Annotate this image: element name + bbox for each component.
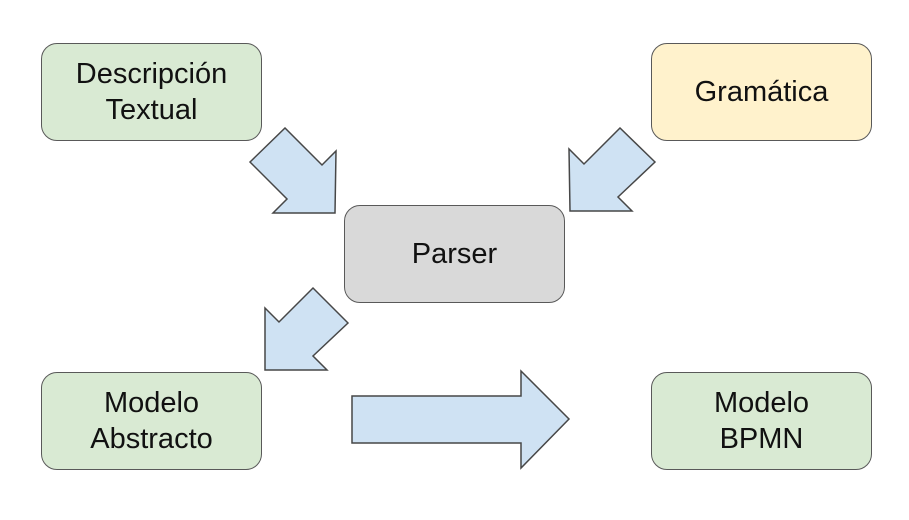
arrow-abstracto-to-bpmn xyxy=(351,369,571,470)
node-gramatica-line-1: Gramática xyxy=(694,76,829,108)
node-modelo-abstracto-line-1: Modelo xyxy=(103,387,200,419)
node-parser: Parser xyxy=(344,205,565,303)
node-descripcion-textual-label: Descripción Textual xyxy=(76,56,228,128)
node-gramatica-label: Gramática xyxy=(695,74,829,110)
arrow-gramatica-to-parser xyxy=(568,126,657,212)
node-modelo-abstracto-label: Modelo Abstracto xyxy=(90,385,213,457)
node-parser-label: Parser xyxy=(412,236,497,272)
node-modelo-bpmn-line-1: Modelo xyxy=(713,387,810,419)
node-modelo-bpmn-label: Modelo BPMN xyxy=(714,385,809,457)
node-modelo-abstracto: Modelo Abstracto xyxy=(41,372,262,470)
node-modelo-abstracto-line-2: Abstracto xyxy=(90,423,213,455)
node-descripcion-textual-line-2: Textual xyxy=(105,94,198,126)
arrow-descripcion-to-parser xyxy=(248,126,337,214)
node-parser-line-1: Parser xyxy=(411,238,498,270)
node-descripcion-textual-line-1: Descripción xyxy=(75,58,228,90)
node-gramatica: Gramática xyxy=(651,43,872,141)
arrow-parser-to-modelo-abstracto xyxy=(264,286,350,371)
node-modelo-bpmn: Modelo BPMN xyxy=(651,372,872,470)
node-descripcion-textual: Descripción Textual xyxy=(41,43,262,141)
node-modelo-bpmn-line-2: BPMN xyxy=(719,423,804,455)
